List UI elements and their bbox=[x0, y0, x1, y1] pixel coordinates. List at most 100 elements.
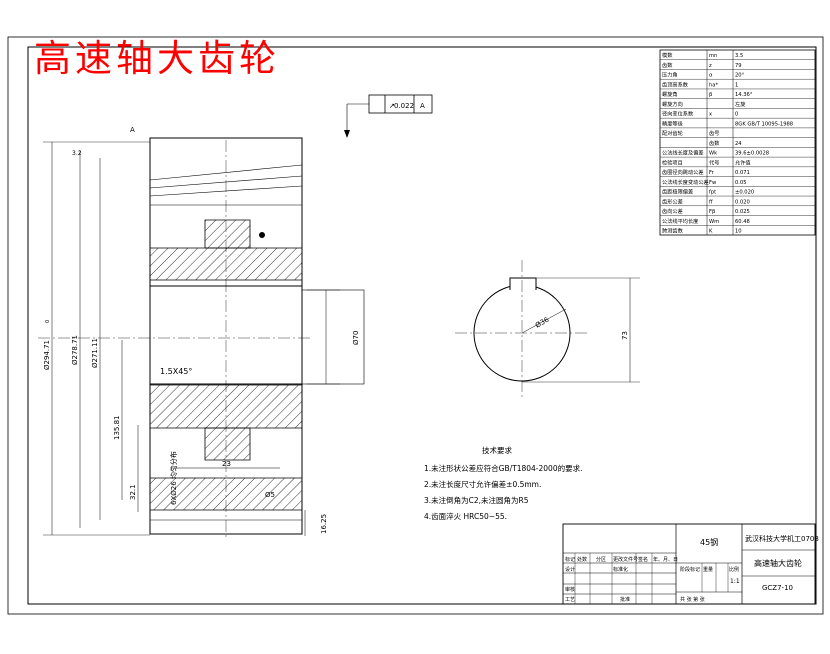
inner-frame bbox=[27, 46, 817, 605]
param-cell: Fr bbox=[709, 170, 715, 176]
param-cell: 齿圈径向跳动公差 bbox=[662, 168, 704, 176]
param-cell: fpt bbox=[709, 190, 716, 196]
param-table: 模数 mn 3.5 齿数 z 79 压力角 α 20° 齿顶高系数 ha* 1 螺旋角 β 14.36° 螺旋… bbox=[659, 49, 816, 236]
param-cell: 跨测齿数 bbox=[662, 227, 684, 235]
param-cell: 79 bbox=[735, 63, 742, 69]
dim-pitch-dia: Ø278.71 bbox=[71, 335, 79, 365]
param-cell: 39.6±0.0028 bbox=[735, 151, 769, 157]
param-cell: 齿向公差 bbox=[662, 207, 683, 215]
dim-tip-dia: Ø294.71 bbox=[43, 340, 51, 370]
tb-row-label-1: 处数 bbox=[577, 556, 587, 563]
param-cell: Wm bbox=[709, 219, 719, 225]
tb-approve: 批准 bbox=[620, 596, 630, 603]
param-cell: 径向变位系数 bbox=[662, 110, 694, 118]
param-cell: 3.5 bbox=[735, 53, 743, 59]
param-cell: ff bbox=[709, 199, 713, 205]
dim-key-dia: Ø36 bbox=[534, 315, 551, 329]
param-cell: 螺旋角 bbox=[662, 90, 678, 98]
param-cell: 10 bbox=[735, 229, 742, 235]
dim-web-dia: 32.1 bbox=[129, 484, 137, 500]
drawing-title: 高速轴大齿轮 bbox=[34, 37, 280, 80]
title-block bbox=[562, 523, 816, 605]
roughness: 3.2 bbox=[72, 150, 82, 157]
param-cell: 模数 bbox=[662, 51, 673, 59]
dim-tip-tol: 0 bbox=[45, 320, 51, 323]
tolerance-symbol: ↗ bbox=[389, 102, 395, 110]
dim-face-width: 23 bbox=[222, 460, 231, 468]
param-cell: 齿号 bbox=[709, 130, 719, 137]
param-cell: 公法线长度变动公差 bbox=[662, 178, 709, 186]
tech-note-3: 3.未注倒角为C2,未注圆角为R5 bbox=[424, 496, 529, 505]
tolerance-value: 0.022 bbox=[394, 102, 414, 110]
param-cell: 允许值 bbox=[735, 158, 751, 166]
gear-section bbox=[149, 137, 365, 535]
tb-weight: 重量 bbox=[703, 566, 713, 573]
param-cell: 压力角 bbox=[662, 71, 678, 79]
param-cell: β bbox=[709, 92, 712, 98]
param-cell: 8GK GB/T 10095-1988 bbox=[735, 121, 793, 127]
dim-keyway-depth: 73 bbox=[621, 331, 629, 340]
param-cell: x bbox=[709, 112, 712, 118]
param-cell: 0.025 bbox=[735, 209, 750, 215]
param-cell: 0 bbox=[735, 112, 738, 118]
tb-stage: 阶段标记 bbox=[680, 566, 700, 573]
param-cell: 公法线长度及偏差 bbox=[662, 149, 704, 157]
tb-row-label-3: 更改文件号 bbox=[613, 556, 638, 563]
param-cell: 齿顶高系数 bbox=[662, 80, 689, 88]
param-cell: 精度等级 bbox=[662, 119, 683, 127]
datum-label: A bbox=[130, 126, 135, 134]
param-cell: Wk bbox=[709, 151, 717, 157]
param-cell: 0.05 bbox=[735, 180, 747, 186]
param-cell: 14.36° bbox=[735, 92, 753, 98]
tb-row-label-2: 分区 bbox=[596, 556, 606, 563]
param-cell: 60.48 bbox=[735, 219, 750, 225]
param-cell: 配对齿轮 bbox=[662, 129, 683, 137]
param-cell: 左旋 bbox=[735, 100, 746, 108]
dimension-lines bbox=[43, 141, 340, 536]
dim-chamfer: 1.5X45° bbox=[160, 367, 192, 376]
param-cell: K bbox=[709, 229, 713, 235]
param-cell: 齿距极限偏差 bbox=[662, 188, 693, 196]
tb-sheet: 共 张 第 张 bbox=[680, 596, 705, 603]
dim-width-bottom: 16.25 bbox=[320, 514, 328, 534]
tb-row-label-0: 标记 bbox=[565, 556, 575, 563]
tech-note-2: 2.未注长度尺寸允许偏差±0.5mm. bbox=[424, 480, 542, 489]
tech-note-4: 4.齿面淬火 HRC50~55. bbox=[424, 512, 508, 521]
param-cell: Fw bbox=[709, 180, 717, 186]
tb-standard: 标准化 bbox=[613, 566, 628, 573]
tolerance-datum: A bbox=[420, 102, 425, 110]
param-cell: z bbox=[709, 63, 712, 69]
tech-notes-title: 技术要求 bbox=[482, 446, 512, 455]
tb-ratio: 比例 bbox=[729, 566, 739, 573]
param-cell: 螺旋方向 bbox=[662, 100, 683, 108]
dim-hole-dia: Ø5 bbox=[265, 491, 275, 499]
param-cell: 代号 bbox=[709, 158, 719, 166]
param-cell: 0.071 bbox=[735, 170, 750, 176]
param-cell: Fβ bbox=[709, 209, 715, 215]
param-cell: 公法线平均长度 bbox=[662, 217, 698, 225]
tech-note-1: 1.未注形状公差应符合GB/T1804-2000的要求. bbox=[424, 464, 583, 473]
dim-bore: Ø70 bbox=[352, 331, 360, 345]
param-cell: 24 bbox=[735, 141, 742, 147]
param-cell: ha* bbox=[709, 82, 718, 88]
keyway-view bbox=[455, 260, 640, 400]
param-cell: 0.020 bbox=[735, 199, 750, 205]
dim-hole-label: 6XØ26 均匀分布 bbox=[169, 451, 178, 505]
param-cell: 1 bbox=[735, 82, 738, 88]
param-cell: mn bbox=[709, 53, 717, 59]
tb-part-name: 高速轴大齿轮 bbox=[754, 558, 802, 568]
tolerance-frame bbox=[344, 94, 433, 138]
param-cell: α bbox=[709, 73, 713, 79]
param-cell: ±0.020 bbox=[735, 190, 754, 196]
dim-hub-dia: 135.81 bbox=[113, 416, 121, 441]
dim-root-dia: Ø271.11 bbox=[91, 338, 99, 368]
tb-craft: 工艺 bbox=[565, 597, 575, 603]
tb-scale: 1:1 bbox=[730, 578, 740, 585]
tb-material: 45钢 bbox=[700, 537, 718, 547]
tb-row-label-5: 年、月、日 bbox=[653, 556, 678, 563]
param-cell: 齿数 bbox=[662, 61, 673, 69]
param-cell: 20° bbox=[735, 73, 745, 79]
tb-school: 武汉科技大学机工0708 bbox=[745, 534, 819, 543]
param-cell: 齿形公差 bbox=[662, 197, 683, 205]
param-cell: 检验项目 bbox=[662, 158, 683, 166]
